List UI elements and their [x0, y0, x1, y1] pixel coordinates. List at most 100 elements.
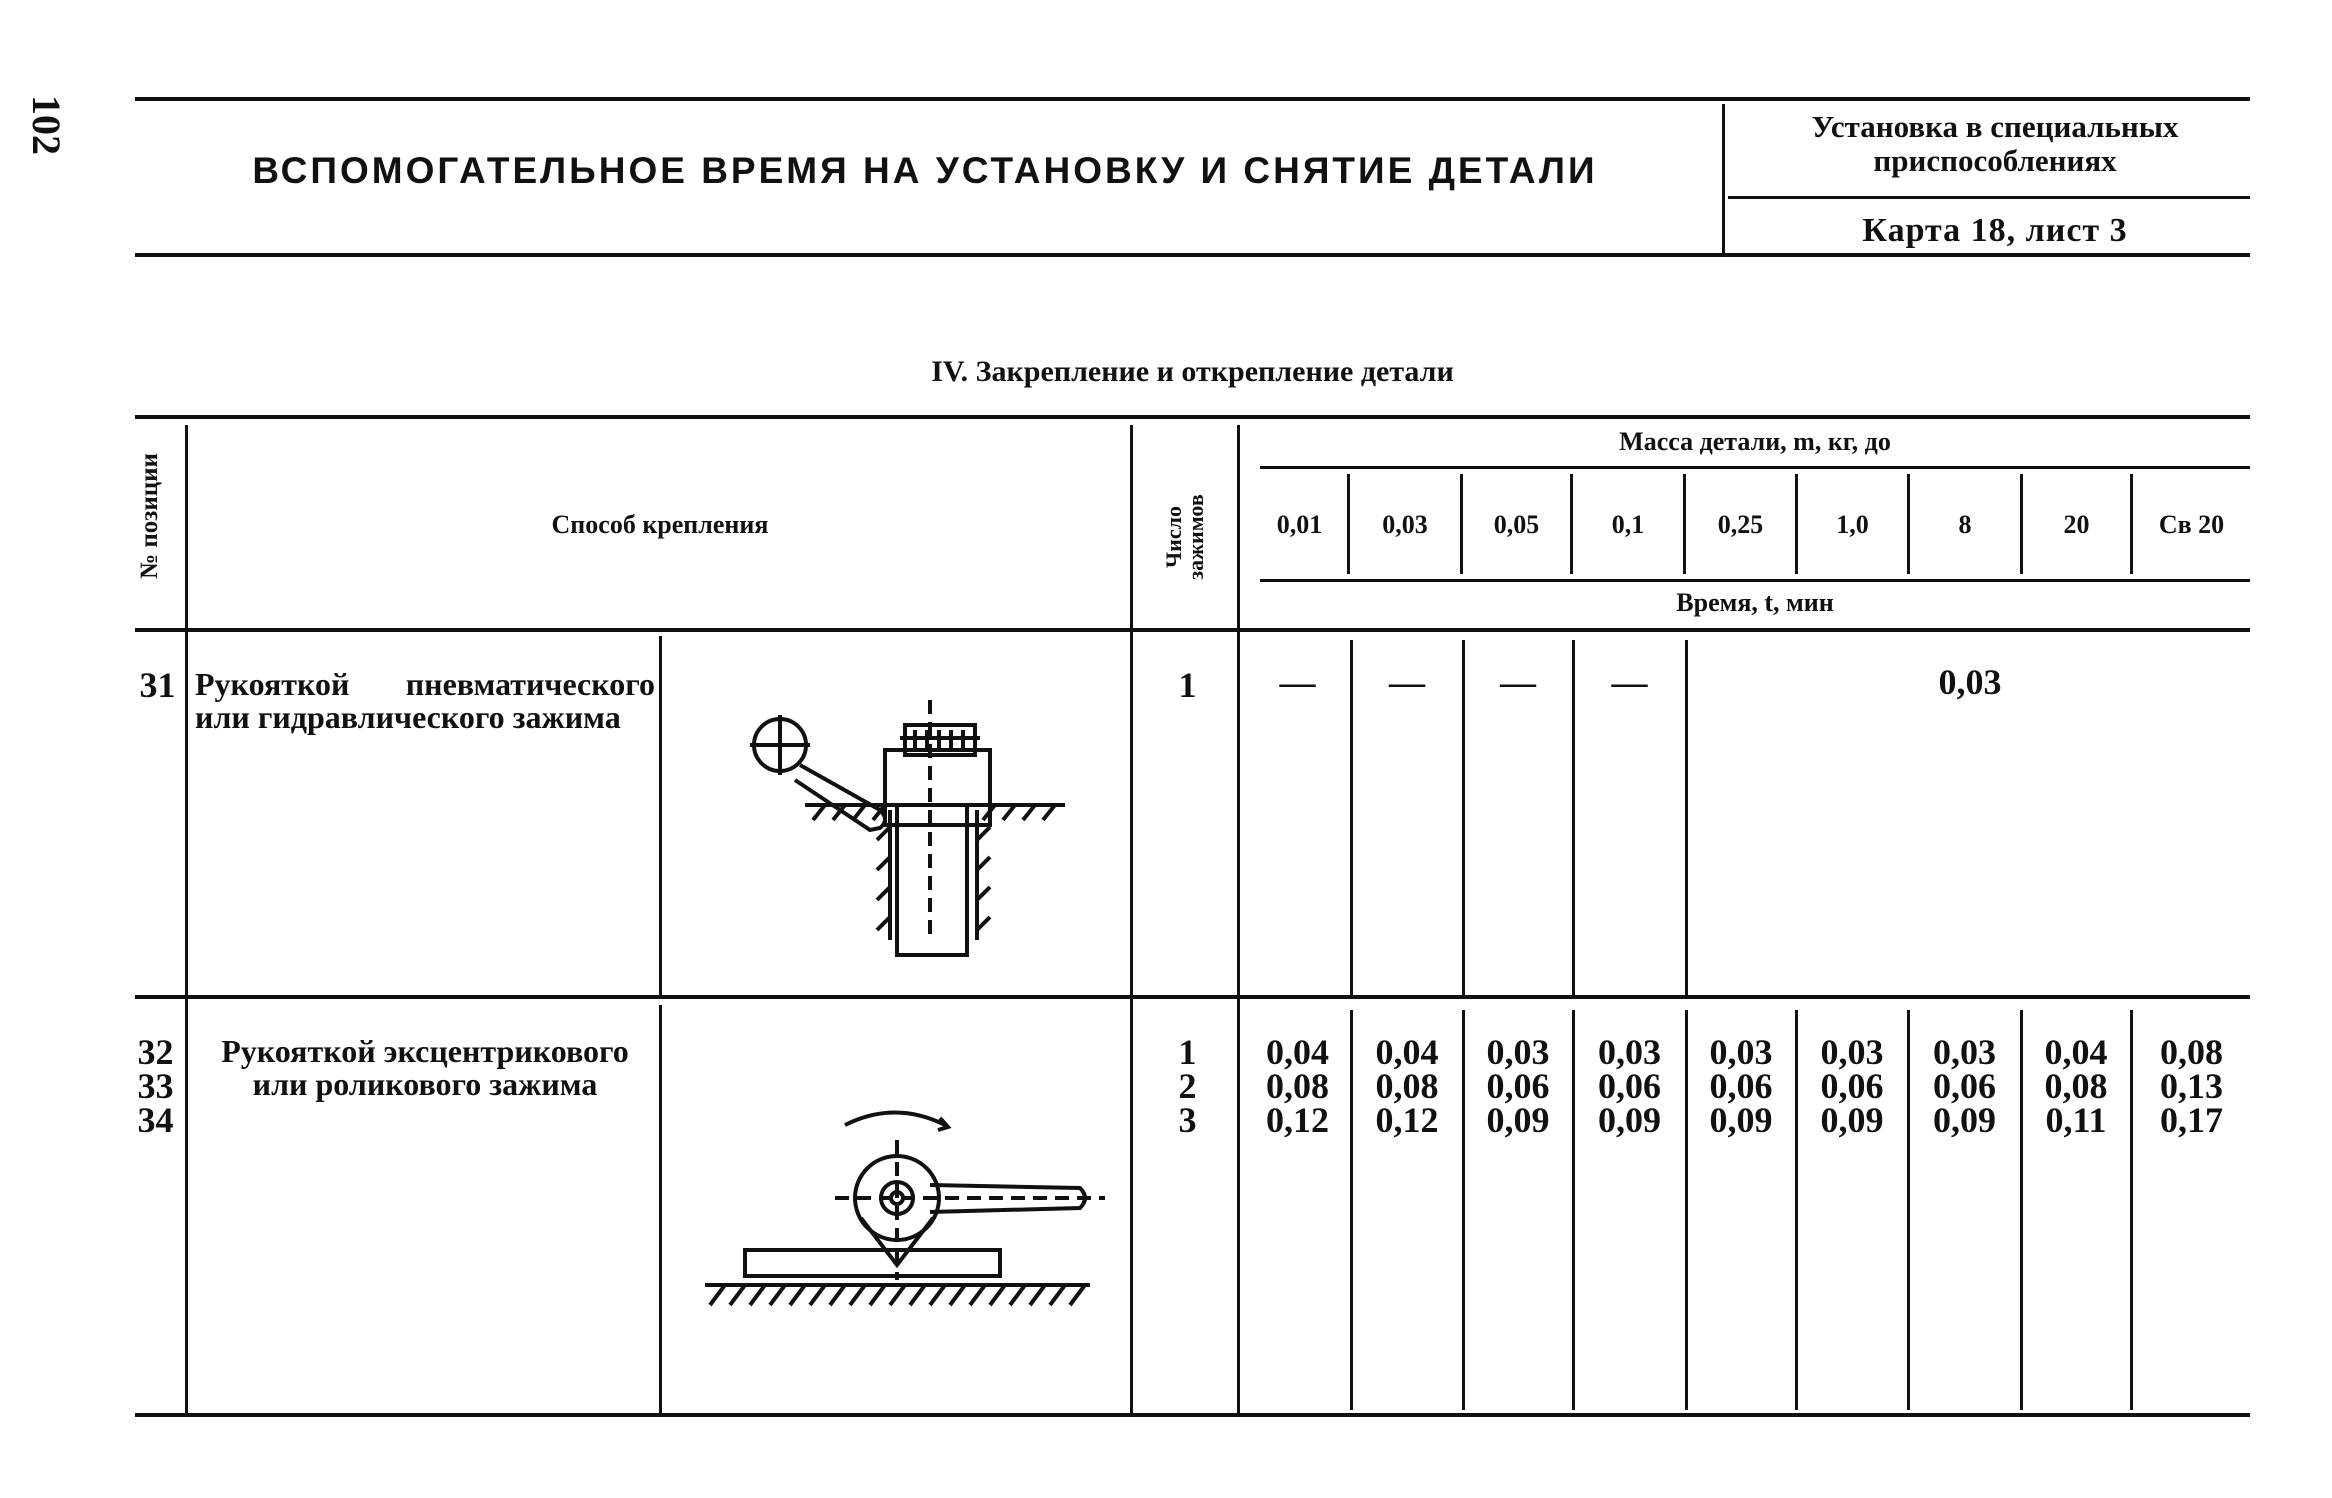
table-bottom-rule: [135, 1413, 2250, 1417]
row1-dash: —: [1389, 662, 1425, 702]
mass-header: Масса детали, m, кг, до: [1619, 427, 1891, 456]
time-value: 0,03: [1820, 1032, 1884, 1072]
col-line-clamps: [1237, 425, 1240, 1415]
header-body-rule: [135, 628, 2250, 632]
mass-value: 0,03: [1382, 510, 1428, 539]
row2-value-column: 0,03 0,06 0,09: [1909, 1034, 2020, 1140]
row1-dash: —: [1611, 662, 1648, 702]
time-value: 0,04: [1266, 1032, 1329, 1072]
mass-value: Св 20: [2158, 510, 2225, 539]
time-value: 0,06: [1598, 1066, 1661, 1106]
time-value: 0,09: [1820, 1100, 1884, 1140]
header-ribbon: Установка в специальных приспособлениях: [1735, 110, 2255, 178]
header-top-rule: [135, 97, 2250, 101]
mass-value: 20: [2063, 510, 2090, 539]
col-line-method: [1130, 425, 1133, 1415]
header-bottom-rule: [135, 253, 2250, 257]
row2-clamp: 1: [1178, 1032, 1197, 1072]
body-sep: [1685, 1010, 1688, 1410]
time-value: 0,09: [1709, 1100, 1773, 1140]
row2-value-column: 0,03 0,06 0,09: [1797, 1032, 1907, 1140]
row2-value-column: 0,04 0,08 0,12: [1352, 1032, 1462, 1140]
row2-clamp: 2: [1178, 1066, 1197, 1106]
document-title: ВСПОМОГАТЕЛЬНОЕ ВРЕМЯ НА УСТАНОВКУ И СНЯ…: [252, 150, 1598, 191]
time-value: 0,04: [2044, 1032, 2108, 1072]
section-title: IV. Закрепление и открепление детали: [931, 355, 1454, 388]
time-value: 0,08: [2160, 1032, 2223, 1072]
col-header-clamps: Число зажимов: [1161, 494, 1208, 580]
time-value: 0,03: [1486, 1032, 1550, 1072]
time-value: 0,04: [1375, 1032, 1439, 1072]
row1-image-divider: [659, 636, 662, 996]
body-sep: [1350, 640, 1353, 995]
row2-value-column: 0,03 0,06 0,09: [1464, 1032, 1572, 1140]
row2-positions: 32 33 34: [128, 1032, 183, 1140]
header-divider: [1722, 104, 1725, 254]
mass-sep: [1570, 474, 1573, 574]
eccentric-clamp-drawing: [705, 1110, 1105, 1307]
mass-sep: [1460, 474, 1463, 574]
pneumatic-clamp-drawing: [750, 700, 1065, 957]
body-sep: [1462, 1010, 1465, 1410]
header-ribbon-rule: [1728, 196, 2250, 199]
ribbon-line-1: Установка в специальных: [1811, 109, 2179, 144]
body-sep: [2020, 1010, 2023, 1410]
time-value: 0,17: [2160, 1100, 2223, 1140]
time-value: 0,09: [1598, 1100, 1661, 1140]
row1-dash: —: [1279, 662, 1316, 702]
row2-position: 34: [137, 1100, 174, 1140]
table-top-rule: [135, 415, 2250, 419]
page-number: 102: [24, 95, 69, 155]
body-sep: [1907, 1010, 1910, 1410]
body-sep: [1350, 1010, 1353, 1410]
row2-position: 33: [137, 1066, 174, 1106]
time-value: 0,06: [1933, 1066, 1996, 1106]
row2-position: 32: [137, 1032, 174, 1072]
row1-method: Рукояткой пневматического или гидравличе…: [195, 666, 655, 735]
row1-dash: —: [1500, 662, 1536, 702]
mass-value: 0,05: [1493, 510, 1540, 539]
row2-value-column: 0,03 0,06 0,09: [1687, 1032, 1795, 1140]
row2-clamp: 3: [1178, 1100, 1197, 1140]
row1-position: 31: [139, 665, 176, 705]
time-header: Время, t, мин: [1676, 588, 1834, 617]
card-label: Карта 18, лист 3: [1862, 212, 2128, 249]
mass-sep: [2020, 474, 2023, 574]
time-value: 0,08: [1375, 1066, 1439, 1106]
time-value: 0,08: [2044, 1066, 2108, 1106]
time-value: 0,12: [1375, 1100, 1439, 1140]
mass-sep: [2130, 474, 2133, 574]
mass-sep: [1795, 474, 1798, 574]
mass-sep: [1347, 474, 1350, 574]
time-value: 0,09: [1933, 1100, 1996, 1140]
row1-clamps: 1: [1178, 665, 1197, 705]
ribbon-line-2: приспособлениях: [1873, 143, 2117, 178]
col-line-position: [185, 425, 188, 1415]
mass-values-rule: [1260, 579, 2250, 582]
body-sep: [1462, 640, 1465, 995]
time-value: 0,03: [1709, 1032, 1773, 1072]
mass-value: 0,1: [1611, 510, 1645, 539]
col-header-method: Способ крепления: [551, 510, 769, 539]
body-sep: [1685, 640, 1688, 995]
time-value: 0,06: [1820, 1066, 1884, 1106]
row2-value-column: 0,04 0,08 0,12: [1245, 1032, 1350, 1138]
time-value: 0,09: [1486, 1100, 1550, 1140]
row2-image-divider: [659, 1005, 662, 1415]
row1-merged-value: 0,03: [1938, 662, 2002, 702]
row2-value-column: 0,08 0,13 0,17: [2133, 1032, 2250, 1140]
body-sep: [1795, 1010, 1798, 1410]
row2-method: Рукояткой эксцентрикового или роликового…: [221, 1033, 629, 1102]
mass-value: 0,25: [1717, 510, 1764, 539]
mass-value: 1,0: [1836, 510, 1869, 539]
time-value: 0,13: [2160, 1066, 2223, 1106]
mass-header-rule: [1260, 466, 2250, 469]
mass-value: 8: [1958, 510, 1972, 539]
body-sep: [2130, 1010, 2133, 1410]
body-sep: [1572, 640, 1575, 995]
time-value: 0,03: [1598, 1032, 1661, 1072]
body-sep: [1572, 1010, 1575, 1410]
row2-clamps: 1 2 3: [1140, 1032, 1235, 1140]
row2-value-column: 0,04 0,08 0,11: [2022, 1032, 2130, 1140]
time-value: 0,11: [2045, 1100, 2107, 1140]
